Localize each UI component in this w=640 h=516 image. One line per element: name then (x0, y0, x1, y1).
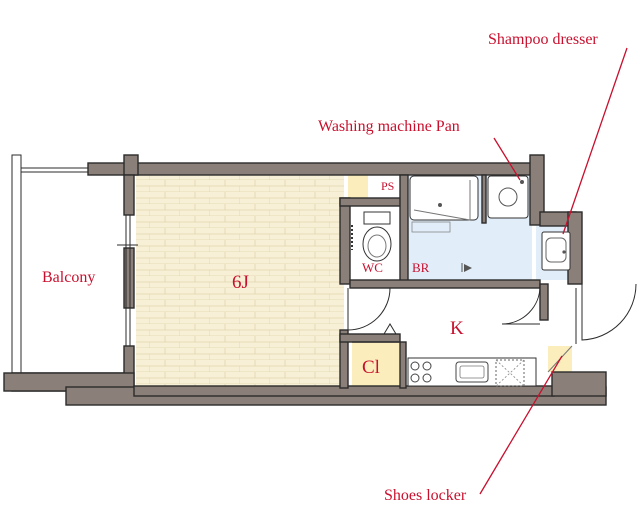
leader-lines (479, 47, 628, 495)
pipe-space-fill (348, 172, 368, 198)
washing-machine-pan-label: Washing machine Pan (318, 118, 460, 135)
wc-label: WC (362, 260, 383, 275)
washing-machine-pan-fixture (487, 175, 529, 219)
shampoo-dresser-fixture (541, 231, 571, 271)
closet-label: Cl (362, 357, 380, 378)
shoes-locker-label: Shoes locker (384, 487, 467, 504)
bathtub-fixture (409, 175, 479, 233)
balcony-window (117, 215, 138, 346)
doors (347, 263, 637, 344)
room-6j-floor (136, 175, 344, 387)
kitchen-fixtures (407, 357, 537, 387)
bathroom-label: BR (412, 260, 430, 275)
pipe-space-label: PS (381, 179, 394, 193)
room-6j-label: 6J (232, 272, 249, 293)
balcony-label: Balcony (42, 269, 95, 286)
toilet-fixture (351, 211, 392, 262)
kitchen-label: K (450, 318, 464, 339)
shampoo-dresser-label: Shampoo dresser (488, 31, 598, 48)
closet-fill (352, 342, 400, 386)
walls (3, 154, 607, 406)
